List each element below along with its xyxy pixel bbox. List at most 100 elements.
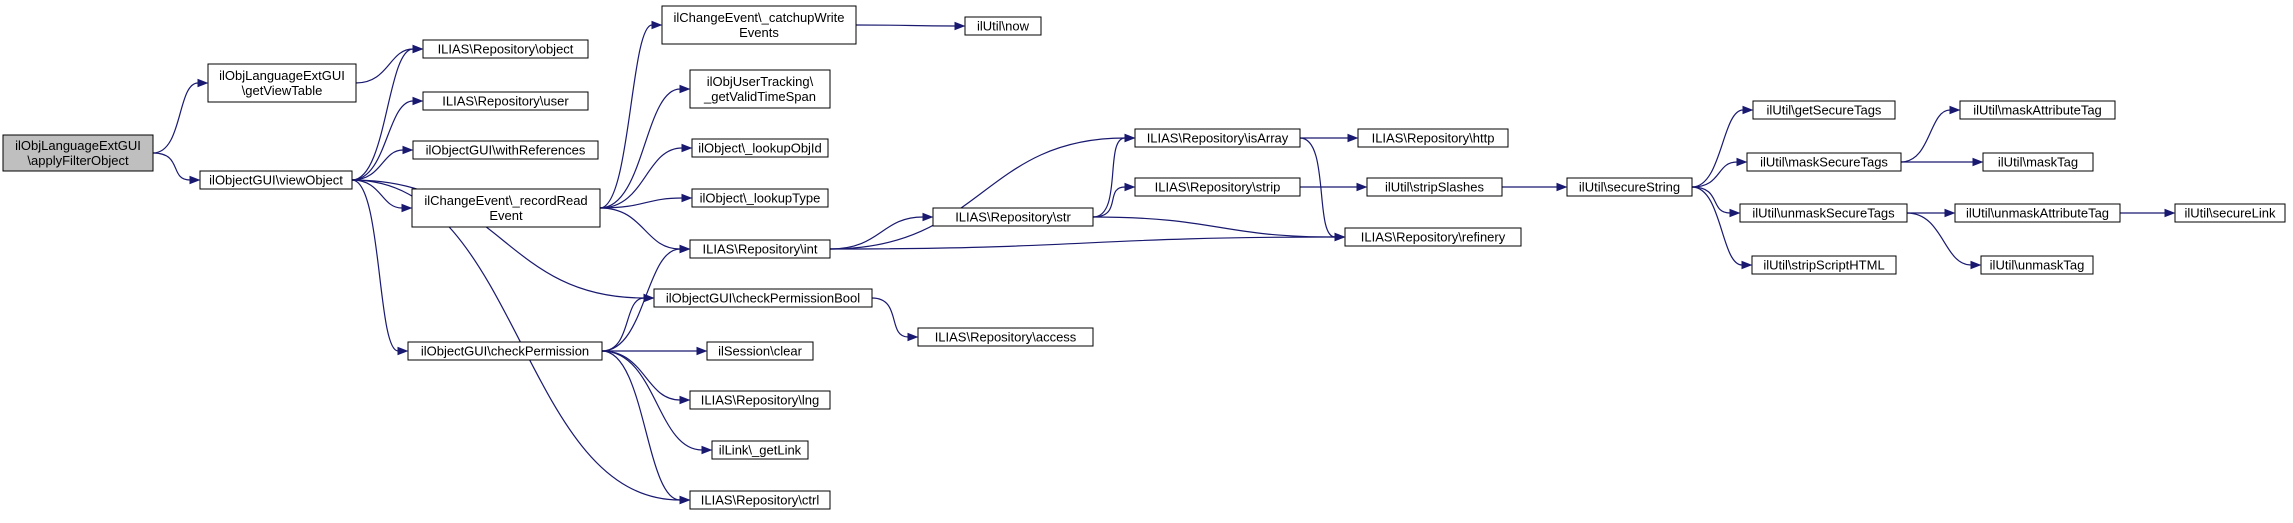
node-withReferences[interactable]: ilObjectGUI\withReferences [412, 140, 599, 160]
node-box [689, 490, 831, 510]
node-box [1366, 177, 1503, 197]
node-label: ILIAS\Repository\ctrl [701, 493, 820, 508]
node-user[interactable]: ILIAS\Repository\user [422, 91, 589, 111]
node-label: ilUtil\now [977, 19, 1030, 34]
edge-checkPermissionBool-to-access [871, 297, 919, 342]
node-maskTag[interactable]: ilUtil\maskTag [1982, 152, 2094, 172]
node-object[interactable]: ILIAS\Repository\object [422, 39, 589, 59]
arrowhead-icon [679, 395, 691, 405]
node-strip[interactable]: ILIAS\Repository\strip [1134, 177, 1301, 197]
node-int[interactable]: ILIAS\Repository\int [689, 239, 831, 259]
edge-line [601, 350, 703, 451]
node-checkPermissionBool[interactable]: ilObjectGUI\checkPermissionBool [653, 288, 873, 308]
edge-line [1092, 216, 1336, 238]
arrowhead-icon [651, 20, 663, 30]
node-box [689, 390, 831, 410]
node-label: ilUtil\getSecureTags [1767, 103, 1882, 118]
arrowhead-icon [701, 445, 713, 455]
node-getValidTimeSpan[interactable]: ilObjUserTracking\_getValidTimeSpan [689, 69, 831, 109]
arrowhead-icon [1736, 157, 1748, 167]
edges-layer [152, 20, 2176, 505]
node-str[interactable]: ILIAS\Repository\str [932, 207, 1094, 227]
node-label: ILIAS\Repository\object [438, 42, 574, 57]
node-stripScriptHTML[interactable]: ilUtil\stripScriptHTML [1751, 255, 1897, 275]
edge-secureString-to-stripScriptHTML [1691, 186, 1753, 270]
edge-recordRead-to-catchupWrite [599, 20, 663, 209]
node-isArray[interactable]: ILIAS\Repository\isArray [1134, 128, 1301, 148]
edge-line [601, 297, 645, 352]
node-box [1134, 128, 1301, 148]
node-box [653, 288, 873, 308]
edge-int-to-isArray [829, 133, 1136, 250]
node-maskSecureTags[interactable]: ilUtil\maskSecureTags [1746, 152, 1902, 172]
arrowhead-icon [679, 495, 691, 505]
edge-recordRead-to-lookupObjId [599, 143, 693, 209]
node-label: ilObjUserTracking\ [707, 74, 814, 89]
node-getSecureTags[interactable]: ilUtil\getSecureTags [1752, 100, 1896, 120]
node-now[interactable]: ilUtil\now [964, 16, 1042, 36]
node-maskAttributeTag[interactable]: ilUtil\maskAttributeTag [1959, 100, 2116, 120]
node-label: ILIAS\Repository\int [703, 242, 818, 257]
node-box [207, 63, 357, 103]
node-label: ilObjLanguageExtGUI [219, 68, 345, 83]
node-label: ILIAS\Repository\isArray [1147, 131, 1289, 146]
node-label: ILIAS\Repository\refinery [1361, 230, 1506, 245]
node-box [1980, 255, 2094, 275]
node-box [2174, 203, 2286, 223]
edge-line [1691, 109, 1744, 188]
edge-recordRead-to-lookupType [599, 193, 693, 209]
node-secureString[interactable]: ilUtil\secureString [1566, 177, 1693, 197]
node-label: _getValidTimeSpan [703, 89, 816, 104]
edge-line [599, 24, 653, 209]
arrowhead-icon [907, 332, 919, 342]
node-label: ilObject\_lookupObjId [698, 141, 822, 156]
node-label: \applyFilterObject [27, 153, 129, 168]
node-unmaskSecureTags[interactable]: ilUtil\unmaskSecureTags [1739, 203, 1908, 223]
edge-maskSecureTags-to-maskAttributeTag [1900, 105, 1961, 163]
edge-strip-to-stripSlashes [1299, 182, 1368, 192]
node-stripSlashes[interactable]: ilUtil\stripSlashes [1366, 177, 1503, 197]
node-unmaskTag[interactable]: ilUtil\unmaskTag [1980, 255, 2094, 275]
node-lookupObjId[interactable]: ilObject\_lookupObjId [691, 138, 829, 158]
node-getLink[interactable]: ilLink\_getLink [711, 440, 809, 460]
edge-viewObject-to-checkPermission [351, 179, 409, 356]
node-box [412, 140, 599, 160]
edge-line [1092, 137, 1126, 218]
node-label: ilObjectGUI\viewObject [209, 173, 343, 188]
node-unmaskAttributeTag[interactable]: ilUtil\unmaskAttributeTag [1954, 203, 2121, 223]
node-viewObject[interactable]: ilObjectGUI\viewObject [199, 170, 353, 190]
node-box [1746, 152, 1902, 172]
edge-line [351, 179, 681, 501]
edge-root-to-getViewTable [152, 78, 209, 154]
node-box [422, 39, 589, 59]
node-checkPermission[interactable]: ilObjectGUI\checkPermission [407, 341, 603, 361]
node-box [411, 188, 601, 228]
node-label: ilObjectGUI\withReferences [426, 143, 586, 158]
nodes-layer: ilObjLanguageExtGUI\applyFilterObjectilO… [2, 5, 2286, 510]
edge-getViewTable-to-object [355, 44, 424, 84]
node-http[interactable]: ILIAS\Repository\http [1357, 128, 1509, 148]
node-root[interactable]: ilObjLanguageExtGUI\applyFilterObject [2, 134, 154, 172]
arrowhead-icon [1556, 182, 1568, 192]
edge-secureString-to-getSecureTags [1691, 105, 1754, 188]
node-label: ilUtil\unmaskSecureTags [1752, 206, 1895, 221]
node-lookupType[interactable]: ilObject\_lookupType [691, 188, 829, 208]
edge-recordRead-to-int [599, 207, 691, 254]
node-secureLink[interactable]: ilUtil\secureLink [2174, 203, 2286, 223]
node-label: ILIAS\Repository\lng [701, 393, 820, 408]
edge-stripSlashes-to-secureString [1501, 182, 1568, 192]
node-label: ilChangeEvent\_catchupWrite [673, 10, 844, 25]
node-lng[interactable]: ILIAS\Repository\lng [689, 390, 831, 410]
edge-checkPermission-to-clear [601, 346, 708, 356]
node-label: ilUtil\unmaskAttributeTag [1966, 206, 2109, 221]
node-clear[interactable]: ilSession\clear [706, 341, 814, 361]
node-getViewTable[interactable]: ilObjLanguageExtGUI\getViewTable [207, 63, 357, 103]
arrowhead-icon [412, 96, 424, 106]
node-access[interactable]: ILIAS\Repository\access [917, 327, 1094, 347]
node-refinery[interactable]: ILIAS\Repository\refinery [1344, 227, 1522, 247]
node-ctrl[interactable]: ILIAS\Repository\ctrl [689, 490, 831, 510]
arrowhead-icon [1742, 105, 1754, 115]
node-box [932, 207, 1094, 227]
